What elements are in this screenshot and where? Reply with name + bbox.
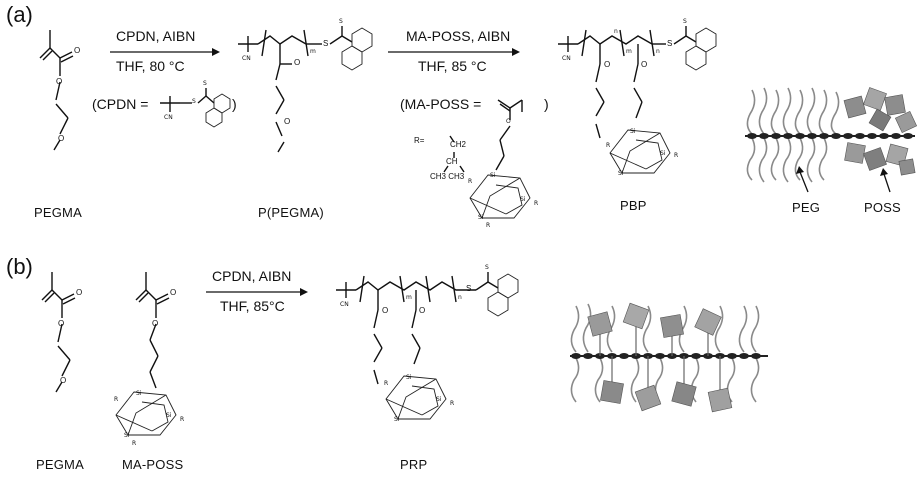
step2-reagents: MA-POSS, AIBN <box>406 28 511 44</box>
step1-conditions: THF, 80 °C <box>116 58 185 74</box>
atom-si: Si <box>394 416 400 423</box>
compound-label-maposs-b: MA-POSS <box>122 457 184 472</box>
atom-r: R <box>132 440 137 447</box>
maposs-definition-label: (MA-POSS = <box>400 96 482 112</box>
atom-s: S <box>339 18 343 25</box>
atom-si: Si <box>520 196 526 203</box>
atom-si: Si <box>490 172 496 179</box>
atom-r: R <box>468 178 473 185</box>
atom-o: O <box>604 60 611 69</box>
atom-r: R <box>180 416 185 423</box>
atom-r: R <box>486 222 491 229</box>
atom-o: O <box>506 118 511 125</box>
atom-o: O <box>284 117 291 126</box>
atom-r: R <box>534 200 539 207</box>
step-b-reagents: CPDN, AIBN <box>212 268 292 284</box>
atom-m: m <box>626 48 632 55</box>
r-group-ch3: CH3 CH3 <box>430 172 465 181</box>
atom-o: O <box>56 77 63 86</box>
atom-cn: CN <box>242 55 251 62</box>
atom-o: O <box>58 319 65 328</box>
atom-n: n <box>656 48 660 55</box>
atom-si: Si <box>124 432 130 439</box>
atom-o: O <box>74 46 81 55</box>
atom-si: Si <box>166 412 172 419</box>
atom-m: m <box>406 294 412 301</box>
atom-si: Si <box>630 128 636 135</box>
atom-o: O <box>58 134 65 143</box>
panel-a-label: (a) <box>6 2 33 27</box>
peg-chains <box>746 87 840 183</box>
atom-s: S <box>192 98 196 105</box>
atom-si: Si <box>618 170 624 177</box>
atom-s: S <box>485 264 489 271</box>
atom-si: Si <box>136 390 142 397</box>
atom-r: R <box>114 396 119 403</box>
atom-r: R <box>450 400 455 407</box>
compound-label-pegma-b: PEGMA <box>36 457 84 472</box>
atom-o: O <box>294 58 301 67</box>
step1-reagents: CPDN, AIBN <box>116 28 196 44</box>
atom-s: S <box>203 80 207 87</box>
atom-r: R <box>384 380 389 387</box>
compound-label-pbp: PBP <box>620 198 647 213</box>
atom-s: S <box>323 39 329 48</box>
atom-o: O <box>170 288 177 297</box>
step2-conditions: THF, 85 °C <box>418 58 487 74</box>
poss-tethers <box>599 324 721 392</box>
r-group-label: R= <box>414 136 425 145</box>
atom-n: n <box>458 294 462 301</box>
r-group-ch2: CH2 <box>450 140 467 149</box>
compound-label-pegma: PEGMA <box>34 205 82 220</box>
poss-cubes <box>843 87 918 176</box>
atom-o: O <box>382 306 389 315</box>
compound-label-prp: PRP <box>400 457 428 472</box>
maposs-close: ) <box>544 96 549 112</box>
atom-s: S <box>667 39 673 48</box>
atom-o: O <box>641 60 648 69</box>
r-group-ch: CH <box>446 157 458 166</box>
legend-poss: POSS <box>864 200 901 215</box>
atom-o: O <box>76 288 83 297</box>
atom-s: S <box>683 18 687 25</box>
atom-r: R <box>606 142 611 149</box>
atom-si: Si <box>478 214 484 221</box>
backbone-beads <box>571 353 761 359</box>
panel-b-label: (b) <box>6 254 33 279</box>
atom-r: R <box>674 152 679 159</box>
compound-label-ppegma: P(PEGMA) <box>258 205 324 220</box>
atom-m: m <box>310 48 316 55</box>
atom-si: Si <box>660 150 666 157</box>
atom-cn: CN <box>562 55 571 62</box>
atom-o: O <box>419 306 426 315</box>
cpdn-definition-label: (CPDN = <box>92 96 149 112</box>
poss-cubes <box>587 302 733 413</box>
legend-peg: PEG <box>792 200 821 215</box>
step-b-conditions: THF, 85°C <box>220 298 285 314</box>
atom-si: Si <box>436 396 442 403</box>
backbone-beads <box>747 133 913 139</box>
atom-cn: CN <box>340 301 349 308</box>
atom-n: n <box>614 28 618 35</box>
cpdn-close: ) <box>232 96 237 112</box>
atom-s: S <box>466 284 472 293</box>
atom-cn: CN <box>164 114 173 121</box>
atom-o: O <box>60 376 67 385</box>
atom-si: Si <box>406 374 412 381</box>
atom-o: O <box>152 319 159 328</box>
